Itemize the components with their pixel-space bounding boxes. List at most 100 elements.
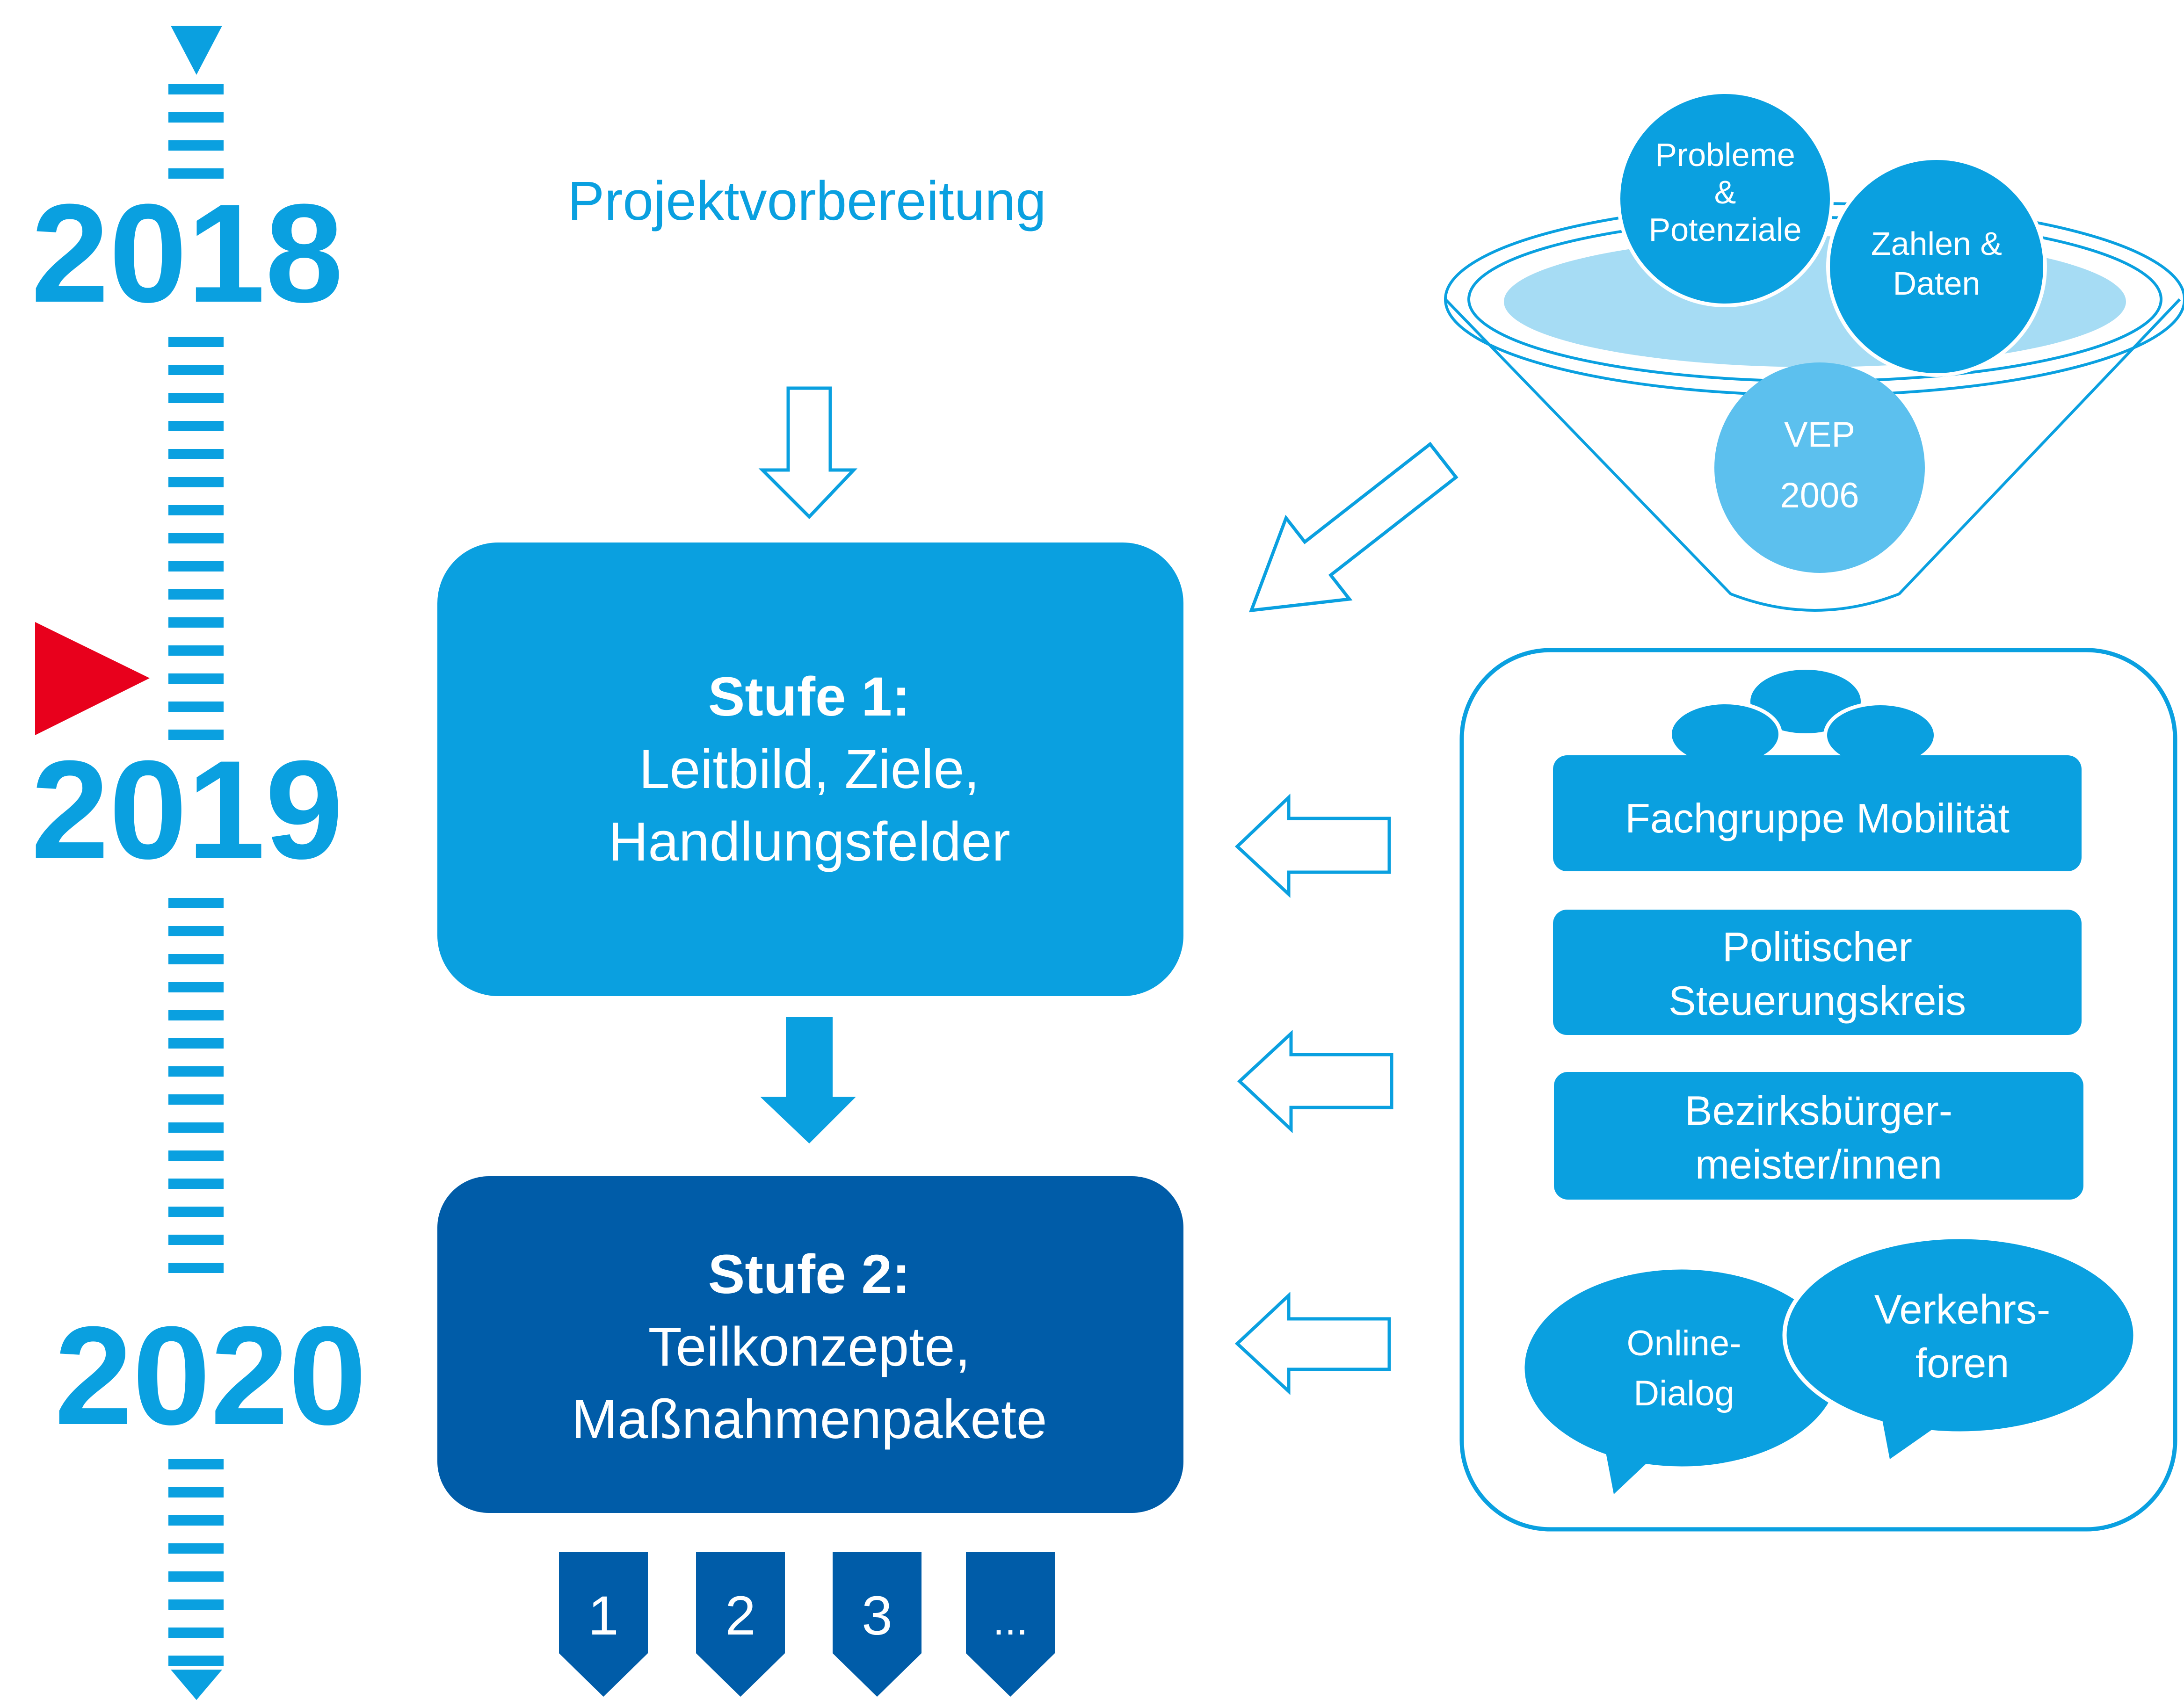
package-tabs: 1 2 3 ... <box>559 1552 1055 1697</box>
timeline-tick <box>168 1179 224 1189</box>
package-tab <box>833 1552 921 1697</box>
timeline-tick <box>168 617 224 628</box>
stage-1-box: Stufe 1: Leitbild, Ziele, Handlungsfelde… <box>437 543 1183 996</box>
timeline-ticks <box>168 84 224 1666</box>
timeline-tick <box>168 730 224 740</box>
timeline-tick <box>168 1066 224 1077</box>
package-label: 3 <box>862 1585 892 1647</box>
year-2020: 2020 <box>54 1297 366 1454</box>
probleme-line2: & <box>1714 174 1736 210</box>
timeline-tick <box>168 393 224 403</box>
stage-2-box: Stufe 2: Teilkonzepte, Maßnahmenpakete <box>437 1176 1183 1513</box>
timeline-tick <box>168 1656 224 1666</box>
timeline-tick <box>168 84 224 94</box>
timeline-tick <box>168 1038 224 1049</box>
arrow-left-hollow <box>1237 1029 1393 1134</box>
probleme-line3: Potenziale <box>1649 211 1802 248</box>
timeline-tick <box>168 589 224 600</box>
zahlen-line1: Zahlen & <box>1871 225 2002 262</box>
verkehr-line2: foren <box>1916 1340 2010 1386</box>
timeline-tick <box>168 337 224 347</box>
timeline-tick <box>168 1543 224 1554</box>
stage-1-line1: Leitbild, Ziele, <box>639 738 980 800</box>
arrow-left-hollow <box>1234 793 1391 898</box>
year-2018: 2018 <box>31 174 343 332</box>
package-tab <box>966 1552 1055 1697</box>
stage-1-line2: Handlungsfelder <box>608 811 1010 873</box>
timeline-tick <box>168 365 224 375</box>
timeline-tick <box>168 982 224 992</box>
projektvorbereitung-label: Projektvorbereitung <box>567 170 1046 232</box>
timeline-tick <box>168 449 224 459</box>
stage-2-line2: Maßnahmenpakete <box>572 1389 1047 1450</box>
timeline-tick <box>168 673 224 684</box>
vep-line2: 2006 <box>1780 476 1859 515</box>
timeline-tick <box>168 421 224 431</box>
timeline-tick <box>168 898 224 908</box>
stage-2-line1: Teilkonzepte, <box>648 1316 971 1378</box>
timeline-tick <box>168 645 224 656</box>
timeline-tick <box>168 702 224 712</box>
timeline-tick <box>168 954 224 964</box>
bezirk-line2: meister/innen <box>1695 1141 1942 1187</box>
probleme-line1: Probleme <box>1655 137 1795 173</box>
stage-1-title: Stufe 1: <box>708 666 911 728</box>
politischer-line1: Politischer <box>1722 924 1912 970</box>
timeline-tick <box>168 1459 224 1469</box>
timeline-top-arrow <box>171 26 222 75</box>
current-position-marker <box>35 622 150 735</box>
arrow-down-solid <box>760 1017 856 1143</box>
circle-vep-2006 <box>1714 362 1925 573</box>
timeline-bottom-arrow <box>171 1670 222 1700</box>
politischer-line2: Steuerungskreis <box>1669 977 1966 1024</box>
timeline-tick <box>168 926 224 936</box>
zahlen-line2: Daten <box>1893 265 1981 302</box>
timeline-tick <box>168 1235 224 1245</box>
timeline-tick <box>168 477 224 487</box>
timeline-tick <box>168 140 224 151</box>
timeline-tick <box>168 1150 224 1161</box>
package-tab <box>696 1552 785 1697</box>
stage-2-title: Stufe 2: <box>708 1244 911 1305</box>
timeline-tick <box>168 1487 224 1497</box>
timeline-tick <box>168 1628 224 1638</box>
package-label: 2 <box>725 1585 756 1647</box>
timeline-tick <box>168 1122 224 1133</box>
timeline-tick <box>168 1571 224 1582</box>
participation-panel: Fachgruppe Mobilität Politischer Steueru… <box>1459 648 2177 1532</box>
circle-zahlen-daten <box>1826 156 2047 377</box>
online-line2: Dialog <box>1633 1374 1734 1413</box>
timeline-tick <box>168 1515 224 1526</box>
fachgruppe-label: Fachgruppe Mobilität <box>1625 795 2010 841</box>
timeline-tick <box>168 1207 224 1217</box>
timeline-tick <box>168 533 224 543</box>
timeline-tick <box>168 1263 224 1273</box>
package-label: 1 <box>588 1585 619 1647</box>
funnel: VEP 2006 Probleme & Potenziale Zahlen & … <box>1444 90 2184 612</box>
package-label: ... <box>993 1597 1028 1644</box>
speech-bubbles-icon <box>1668 670 1937 780</box>
bezirk-line1: Bezirksbürger- <box>1685 1087 1952 1134</box>
timeline-tick <box>168 1599 224 1610</box>
year-2019: 2019 <box>31 731 343 888</box>
verkehrsforen-bubble: Verkehrs- foren <box>1782 1235 2138 1459</box>
timeline-tick <box>168 1010 224 1020</box>
bezirk-box <box>1554 1072 2083 1200</box>
package-tab <box>559 1552 648 1697</box>
politischer-box <box>1553 910 2082 1035</box>
funnel-body <box>1444 298 2181 612</box>
verkehr-line1: Verkehrs- <box>1874 1286 2051 1332</box>
circle-probleme-potenziale <box>1617 90 1834 307</box>
timeline-tick <box>168 168 224 179</box>
timeline-tick <box>168 1094 224 1105</box>
timeline-tick <box>168 112 224 123</box>
online-dialog-bubble: Online- Dialog <box>1520 1265 1843 1494</box>
vep-line1: VEP <box>1784 415 1855 455</box>
arrow-diagonal-hollow <box>1248 441 1458 613</box>
timeline-tick <box>168 505 224 515</box>
fachgruppe-box <box>1553 755 2082 871</box>
timeline: 2018 2019 2020 <box>31 26 367 1700</box>
arrow-down-hollow <box>758 386 858 520</box>
arrow-left-hollow <box>1234 1291 1391 1396</box>
